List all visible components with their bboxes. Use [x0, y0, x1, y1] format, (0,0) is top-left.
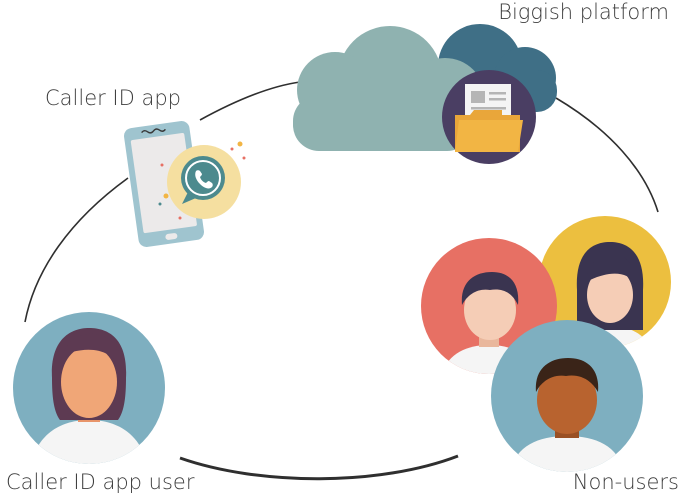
- non-user-avatar-icon-male-dark: [491, 320, 643, 472]
- biggish-platform-label: Biggish platform: [498, 0, 669, 24]
- caller-id-app-label: Caller ID app: [45, 86, 181, 110]
- phone-chat-icon: [167, 145, 241, 219]
- caller-id-app-user-label: Caller ID app user: [6, 470, 195, 494]
- non-user-avatar-icon-female: [539, 216, 671, 348]
- connector-arc-platform-to-nonusers: [555, 97, 659, 213]
- user-avatar-icon: [13, 312, 165, 464]
- connector-arc-user-to-nonusers: [179, 454, 459, 481]
- connector-arc-app-to-user: [24, 177, 129, 323]
- folder-icon: [442, 70, 536, 164]
- connector-arc-app-to-platform: [199, 81, 301, 121]
- non-users-label: Non-users: [572, 470, 679, 494]
